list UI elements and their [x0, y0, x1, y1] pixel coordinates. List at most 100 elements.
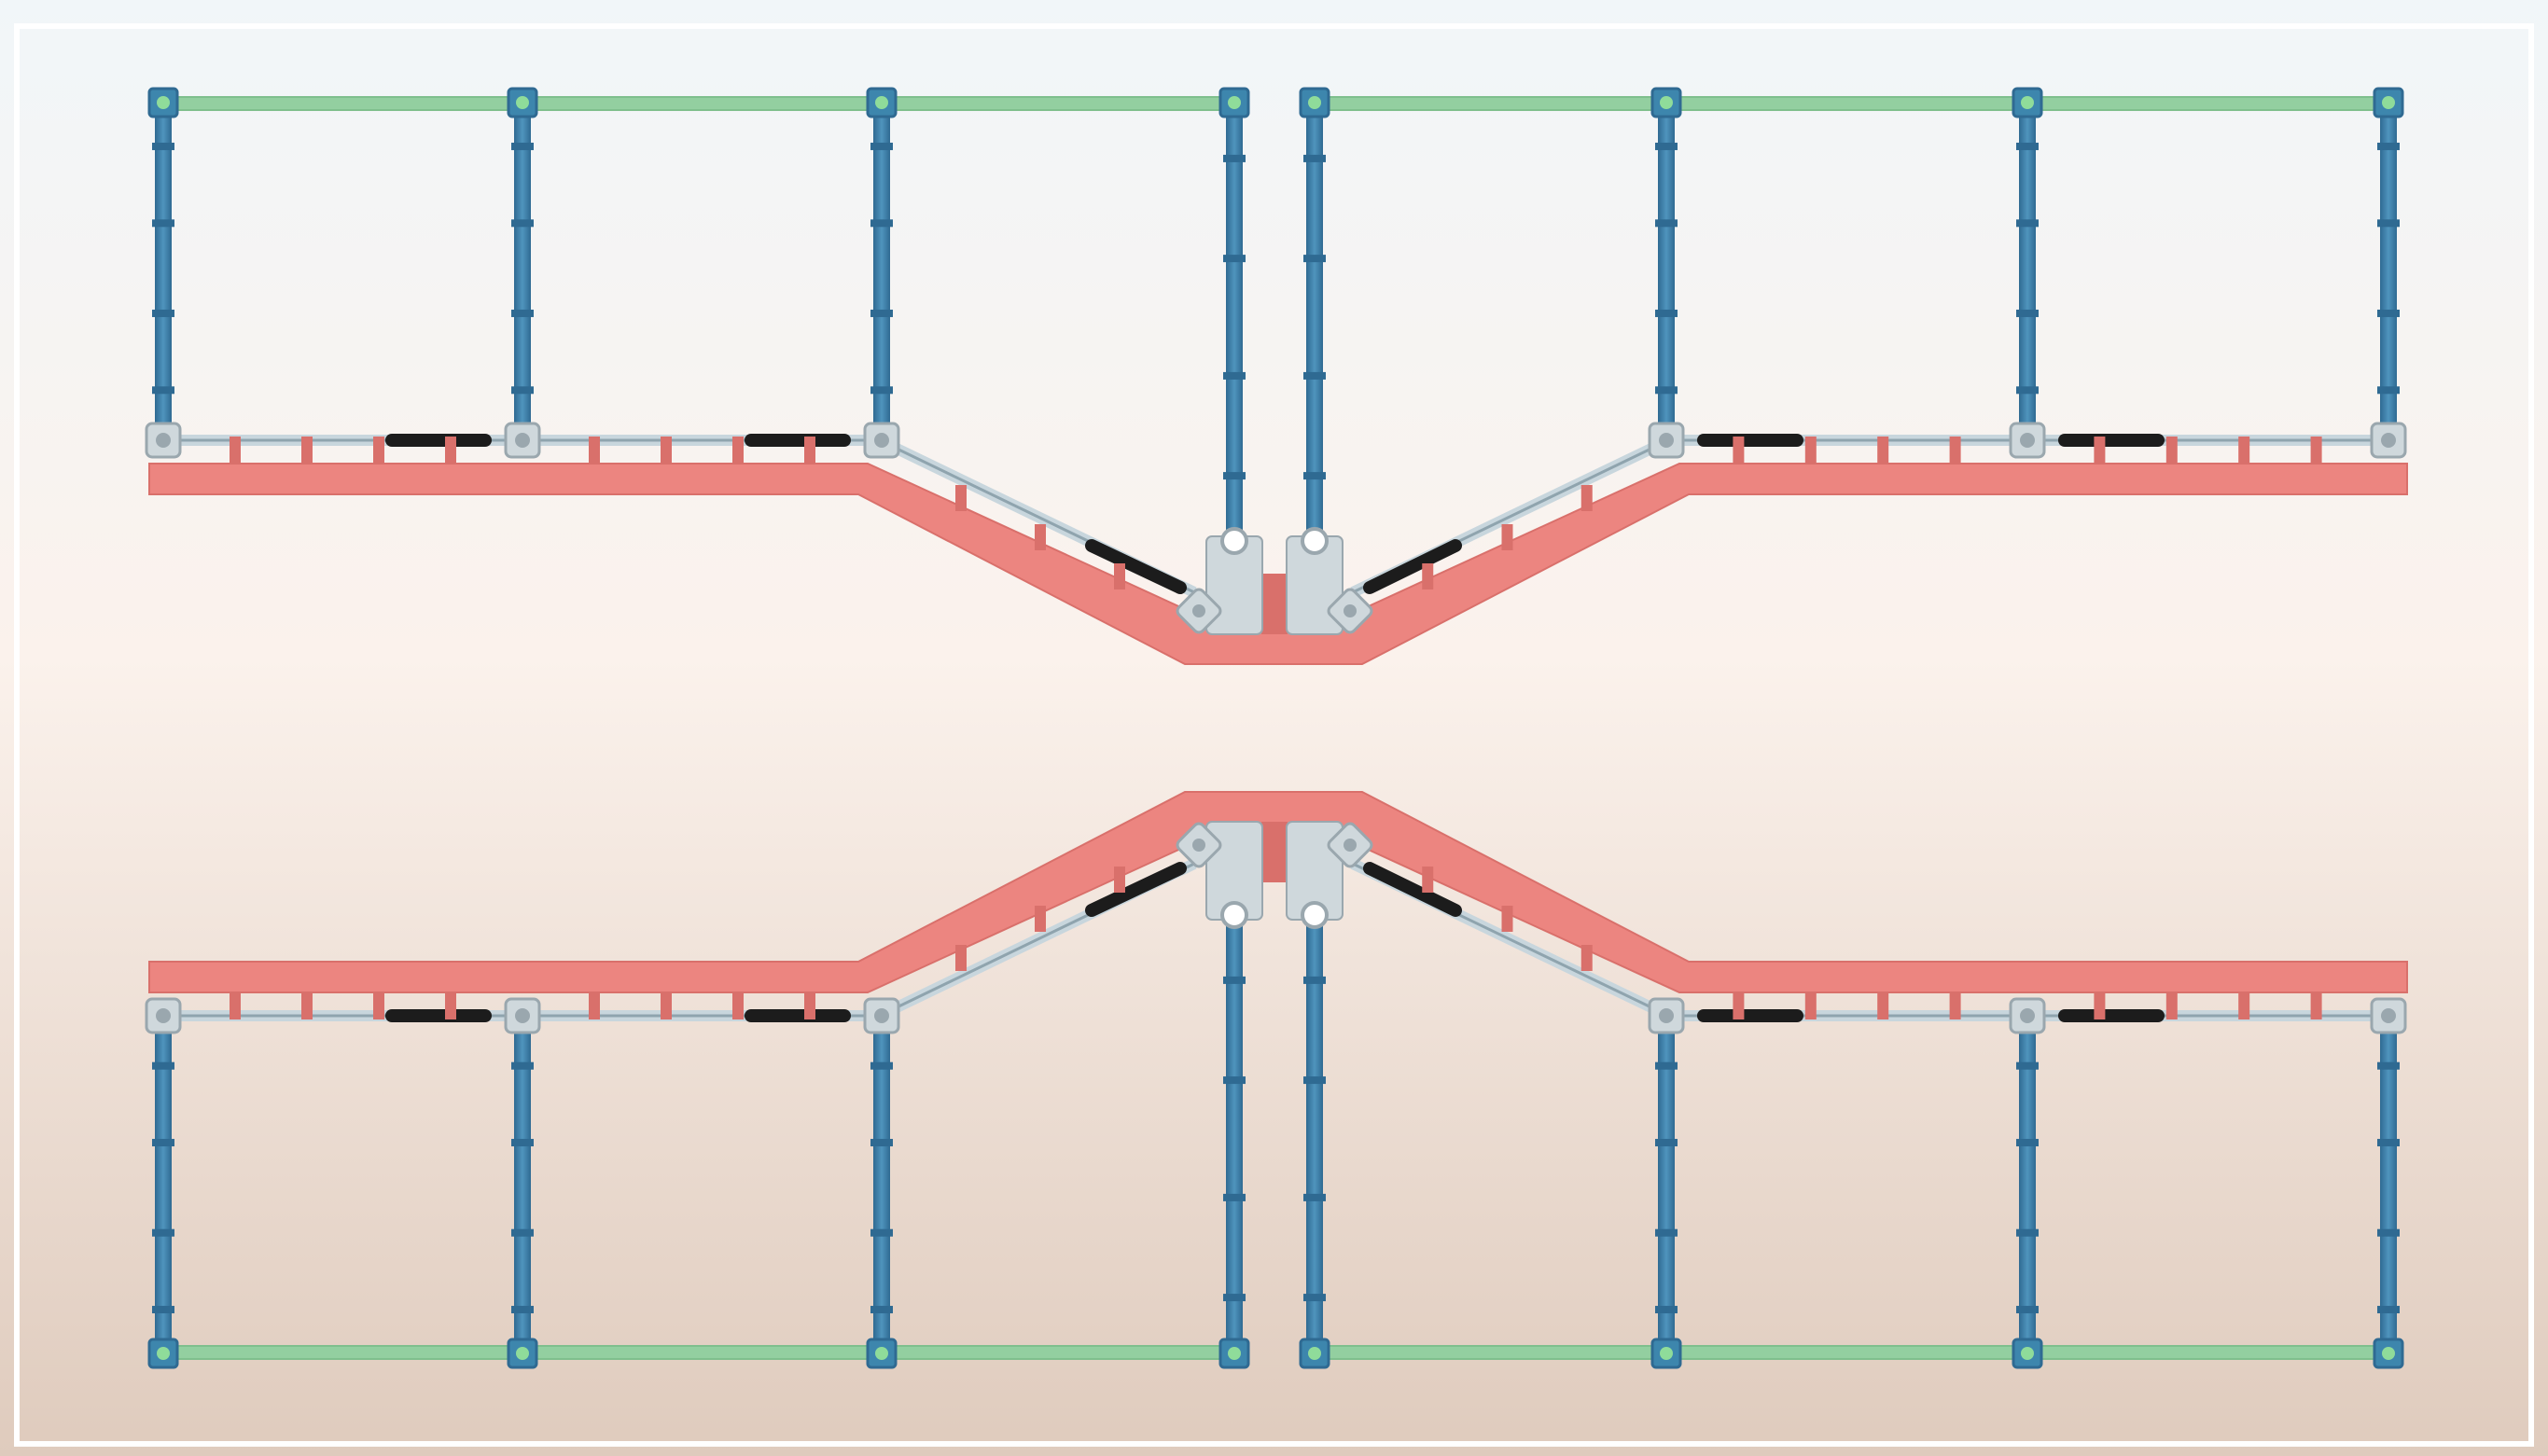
column [1306, 915, 1323, 1350]
column-band [870, 1228, 893, 1237]
node-core [2382, 96, 2395, 109]
beam-tab [2165, 993, 2178, 1019]
hinge-pin [515, 433, 530, 448]
beam-center-plate [1261, 822, 1288, 882]
rail-right [1307, 96, 2396, 111]
column [1658, 1016, 1675, 1350]
column-band [511, 1061, 534, 1070]
beam-tab [2310, 993, 2322, 1019]
hinge-pin [2381, 1008, 2396, 1023]
beam-tab [1501, 906, 1513, 932]
beam-tab [661, 993, 672, 1019]
column-band [1223, 976, 1246, 984]
column-band [870, 1061, 893, 1070]
node-core [875, 96, 888, 109]
beam-tab [804, 437, 815, 463]
column-band [152, 1139, 174, 1147]
hinge-pin [1659, 433, 1674, 448]
column-band [1223, 1294, 1246, 1302]
beam-tab [373, 437, 384, 463]
node-core [2382, 1347, 2395, 1360]
column [514, 1016, 531, 1350]
node-core [2021, 96, 2034, 109]
column-band [870, 219, 893, 228]
hinge-pin [2020, 1008, 2035, 1023]
hinge-pin [515, 1008, 530, 1023]
hinge-pin [2020, 433, 2035, 448]
column-band [2016, 1306, 2039, 1314]
beam-tab [804, 993, 815, 1019]
beam-tab [1733, 993, 1745, 1019]
beam-center-plate [1261, 574, 1288, 634]
hinge-pin [2381, 433, 2396, 448]
column-band [1223, 371, 1246, 380]
column-band [2377, 309, 2400, 317]
beam-tab [230, 437, 241, 463]
column-band [511, 1139, 534, 1147]
column-band [511, 1306, 534, 1314]
beam-tab [732, 437, 744, 463]
column-band [511, 309, 534, 317]
column [155, 106, 172, 440]
beam-tab [1949, 993, 1961, 1019]
column-band [1655, 1228, 1678, 1237]
beam-tab [1422, 867, 1434, 893]
column-band [1655, 1306, 1678, 1314]
support-pin [1301, 527, 1329, 555]
column-band [1223, 1076, 1246, 1085]
column-band [1655, 219, 1678, 228]
column-band [2016, 386, 2039, 395]
beam-tab [301, 993, 313, 1019]
hinge-pin [156, 433, 171, 448]
column-band [152, 386, 174, 395]
beam-tab [2094, 993, 2106, 1019]
column [2019, 1016, 2036, 1350]
column [514, 106, 531, 440]
beam-tab [445, 437, 456, 463]
hinge-pin [874, 1008, 889, 1023]
beam-tab [1422, 563, 1434, 589]
rail-left [158, 96, 1242, 111]
beam-tab [1501, 524, 1513, 550]
upper-truss [145, 87, 2408, 665]
column-band [2377, 1306, 2400, 1314]
column [1306, 106, 1323, 541]
node-core [157, 1347, 170, 1360]
beam-tab [445, 993, 456, 1019]
hydraulic-actuator-icon [1363, 539, 1462, 594]
support-pin [1220, 527, 1248, 555]
beam-tab [1877, 437, 1889, 463]
column-band [1223, 154, 1246, 162]
beam-tab [301, 437, 313, 463]
rail-left [158, 1345, 1242, 1360]
column-band [2016, 1061, 2039, 1070]
node-core [1228, 1347, 1241, 1360]
beam-tab [2238, 993, 2250, 1019]
node-core [516, 96, 529, 109]
hinge-pin [156, 1008, 171, 1023]
beam-tab [1035, 524, 1046, 550]
column-band [511, 386, 534, 395]
column-band [1303, 371, 1326, 380]
column-band [1303, 154, 1326, 162]
column-band [1655, 1061, 1678, 1070]
column [2380, 106, 2397, 440]
column-band [870, 1306, 893, 1314]
column-band [511, 1228, 534, 1237]
beam-tab [1580, 945, 1593, 971]
column-band [1223, 1193, 1246, 1201]
column-band [1655, 142, 1678, 150]
column-band [2016, 1228, 2039, 1237]
beam-tab [2238, 437, 2250, 463]
column [873, 1016, 890, 1350]
hydraulic-actuator-icon [1085, 539, 1187, 594]
beam-tab [1804, 993, 1817, 1019]
hydraulic-actuator-icon [1085, 862, 1187, 917]
column-band [2377, 1061, 2400, 1070]
column [1658, 106, 1675, 440]
column-band [1303, 976, 1326, 984]
node-core [2021, 1347, 2034, 1360]
column-band [152, 142, 174, 150]
